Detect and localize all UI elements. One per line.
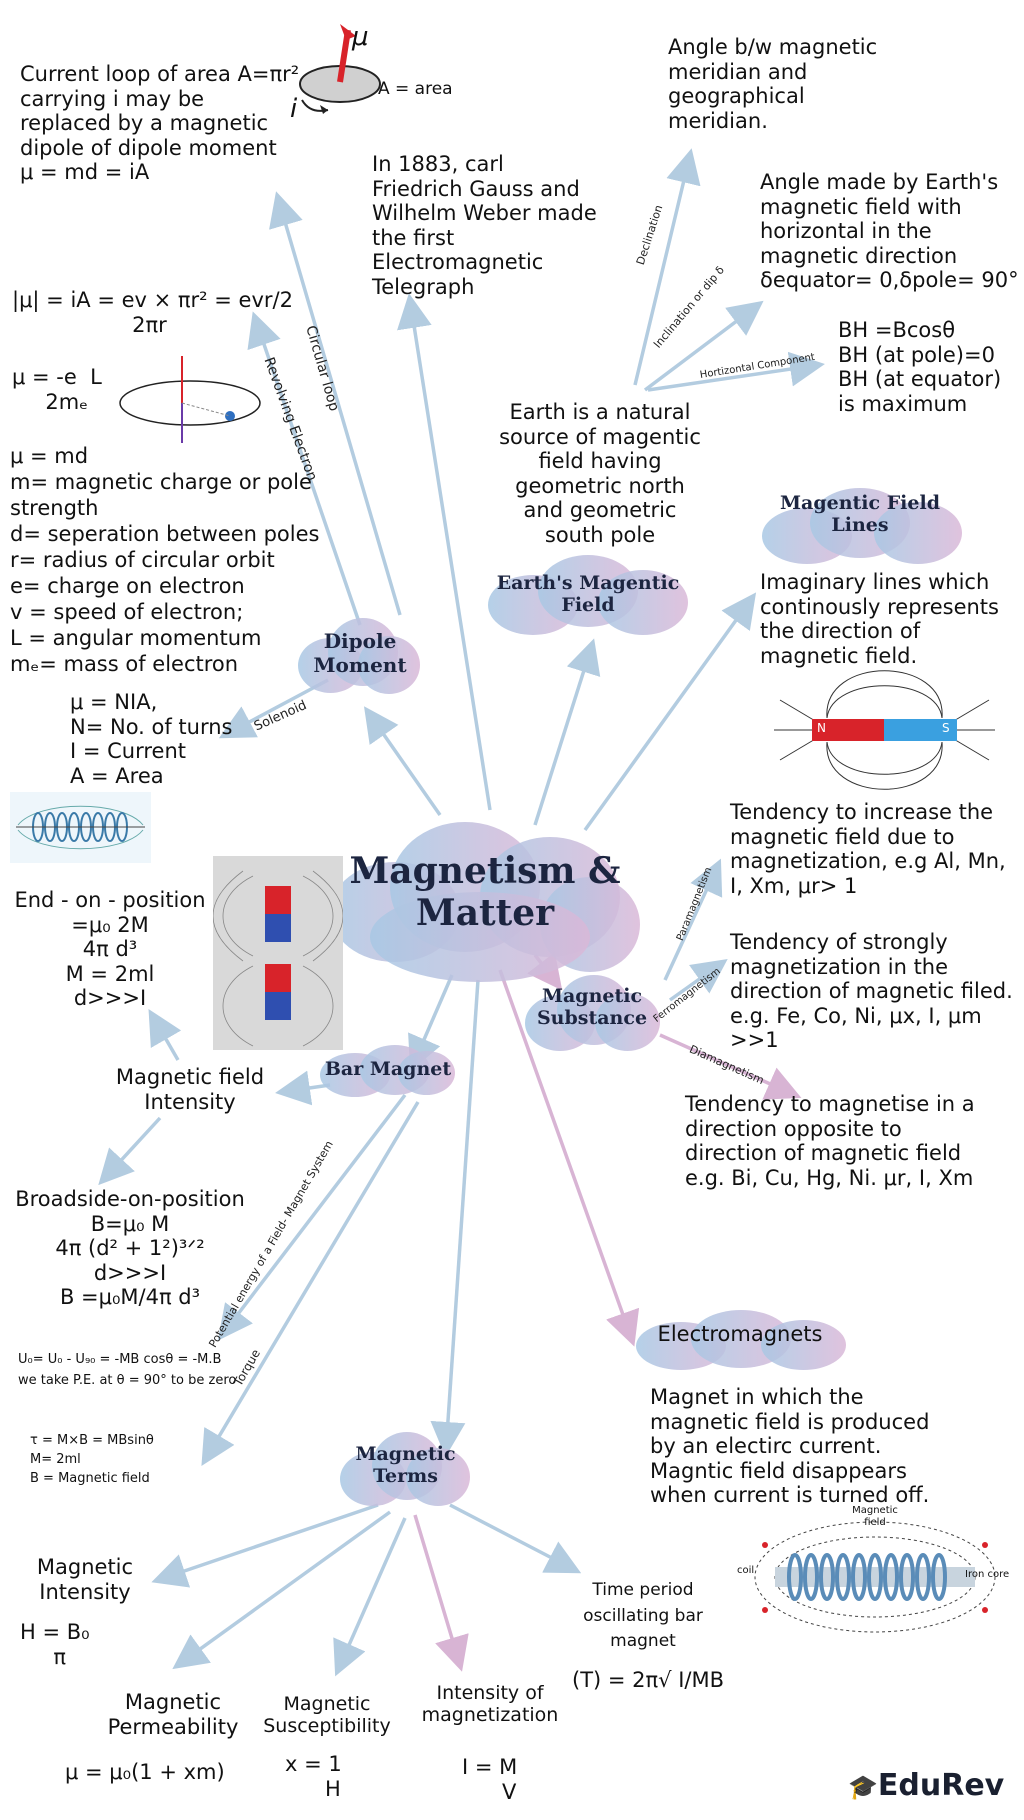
horizontal-component-text: BH =Bcosθ BH (at pole)=0 BH (at equator)… xyxy=(838,318,1002,416)
arrow-terms-permeability xyxy=(172,1510,392,1670)
cloud-electromagnets xyxy=(636,1310,846,1372)
arrow-field-endon xyxy=(148,1008,182,1061)
arrow-dipole-electron xyxy=(247,311,362,626)
cloud-barmagnet xyxy=(320,1045,455,1097)
loop-i-label: i xyxy=(290,94,298,124)
electromagnets-title: Electromagnets xyxy=(657,1322,823,1346)
electromagnet-figure: Magnetic field coil Iron core xyxy=(735,1505,1015,1650)
earth-title: Earth's Magentic Field xyxy=(496,572,680,617)
arrow-terms-period xyxy=(449,1503,582,1574)
magnetic-intensity-eq: H = B₀ π xyxy=(20,1620,90,1669)
magnet-s-label: S xyxy=(942,721,950,735)
electron-moment-eq: |μ| = iA = ev × πr² = evr/2 2πr xyxy=(12,288,293,337)
arrow-terms-magnetization xyxy=(413,1514,469,1672)
magnetic-intensity-label: Magnetic Intensity xyxy=(36,1555,134,1604)
potential-energy-text: U₀= U₀ - U₉₀ = -MB cosθ = -M.B we take P… xyxy=(18,1352,237,1388)
arrow-bar-torque xyxy=(201,1101,420,1467)
diamagnetism-text: Tendency to magnetise in a direction opp… xyxy=(685,1092,975,1190)
arrow-bar-potential xyxy=(217,1093,407,1341)
solenoid-figure xyxy=(8,790,153,865)
arrow-earth-declination xyxy=(633,148,701,386)
arrow-field-broadside xyxy=(98,1116,162,1186)
arrow-dipole-solenoid xyxy=(218,678,329,739)
em-coil-label: coil xyxy=(737,1565,755,1576)
loop-area-label: A = area xyxy=(378,79,453,99)
arrow-center-barmagnet xyxy=(408,974,454,1072)
edurev-logo: 🎓EduRev xyxy=(848,1768,1005,1803)
arrow-center-electromagnets xyxy=(498,969,640,1347)
arrow-substance-para xyxy=(663,858,723,981)
arrow-earth-horizontal xyxy=(647,351,825,392)
arrow-dipole-circular xyxy=(269,191,402,616)
arrow-terms-susceptibility xyxy=(333,1517,407,1677)
magnetization-label: Intensity of magnetization xyxy=(421,1682,559,1727)
arrow-bar-field xyxy=(275,1070,331,1106)
cloud-earth xyxy=(488,555,688,637)
arrow-center-earth xyxy=(533,638,601,826)
susceptibility-label: Magnetic Susceptibility xyxy=(263,1693,391,1738)
time-period-eq: (T) = 2π√ I/MB xyxy=(572,1668,725,1692)
central-title: Magnetism & Matter xyxy=(349,850,621,935)
magnetization-eq: I = M V xyxy=(462,1755,518,1804)
current-loop-figure: μ A = area i xyxy=(290,22,470,132)
permeability-eq: μ = μ₀(1 + xm) xyxy=(65,1760,225,1784)
solenoid-moment-text: μ = NIA, N= No. of turns I = Current A =… xyxy=(70,690,233,788)
cloud-substance xyxy=(525,975,660,1055)
end-on-position-text: End - on - position =μ₀ 2M 4π d³ M = 2ml… xyxy=(14,888,206,1011)
magnet-n-label: N xyxy=(817,721,826,735)
arrow-center-gauss xyxy=(397,293,492,811)
dipole-definitions: μ = md m= magnetic charge or pole streng… xyxy=(10,444,320,677)
fieldlines-title: Magentic Field Lines xyxy=(779,492,940,537)
susceptibility-eq: x = 1 H xyxy=(285,1752,342,1801)
arrow-substance-ferro xyxy=(668,958,728,1002)
dipole-loop-text: Current loop of area A=πr² carrying i ma… xyxy=(20,62,300,185)
arrow-center-fieldlines xyxy=(583,592,757,832)
cloud-terms xyxy=(340,1432,470,1510)
electromagnets-description: Magnet in which the magnetic field is pr… xyxy=(650,1385,930,1508)
arrow-substance-dia xyxy=(659,1033,802,1100)
iron-filings-photo xyxy=(212,856,344,1050)
cloud-dipole xyxy=(298,618,420,698)
em-field-label: Magnetic field xyxy=(852,1505,898,1528)
substance-title: Magnetic Substance xyxy=(536,985,648,1030)
permeability-label: Magnetic Permeability xyxy=(107,1690,239,1739)
field-intensity-text: Magnetic field Intensity xyxy=(115,1065,265,1114)
earth-description: Earth is a natural source of magentic fi… xyxy=(499,400,701,547)
cloud-central xyxy=(330,822,640,982)
graduation-cap-icon: 🎓 xyxy=(848,1773,878,1801)
declination-text: Angle b/w magnetic meridian and geograph… xyxy=(668,35,878,133)
electron-orbit-figure xyxy=(110,348,270,448)
gauss-weber-text: In 1883, carl Friedrich Gauss and Wilhel… xyxy=(372,152,597,299)
paramagnetism-text: Tendency to increase the magnetic field … xyxy=(730,800,1006,898)
dipole-title: Dipole Moment xyxy=(313,629,407,677)
terms-title: Magnetic Terms xyxy=(355,1443,456,1488)
em-core-label: Iron core xyxy=(965,1569,1010,1580)
arrow-earth-inclination xyxy=(643,300,764,392)
inclination-text: Angle made by Earth's magnetic field wit… xyxy=(760,170,1019,293)
fieldlines-description: Imaginary lines which continously repres… xyxy=(760,570,999,668)
arrow-terms-intensity xyxy=(151,1503,379,1588)
broadside-position-text: Broadside-on-position B=μ₀ M 4π (d² + 1²… xyxy=(15,1187,245,1310)
cloud-fieldlines xyxy=(762,488,962,566)
mu-charge-eq: μ = -e L 2mₑ xyxy=(12,365,102,414)
barmagnet-title: Bar Magnet xyxy=(324,1058,452,1080)
torque-equation-text: τ = M×B = MBsinθ M= 2ml B = Magnetic fie… xyxy=(30,1433,154,1486)
time-period-label: Time period oscillating bar magnet xyxy=(583,1580,703,1651)
arrow-center-dipole xyxy=(363,706,442,817)
arrow-center-terms xyxy=(430,979,480,1457)
ferromagnetism-text: Tendency of strongly magnetization in th… xyxy=(730,930,1013,1053)
bar-magnet-field-figure: N S xyxy=(772,670,997,790)
loop-mu-label: μ xyxy=(352,22,369,52)
